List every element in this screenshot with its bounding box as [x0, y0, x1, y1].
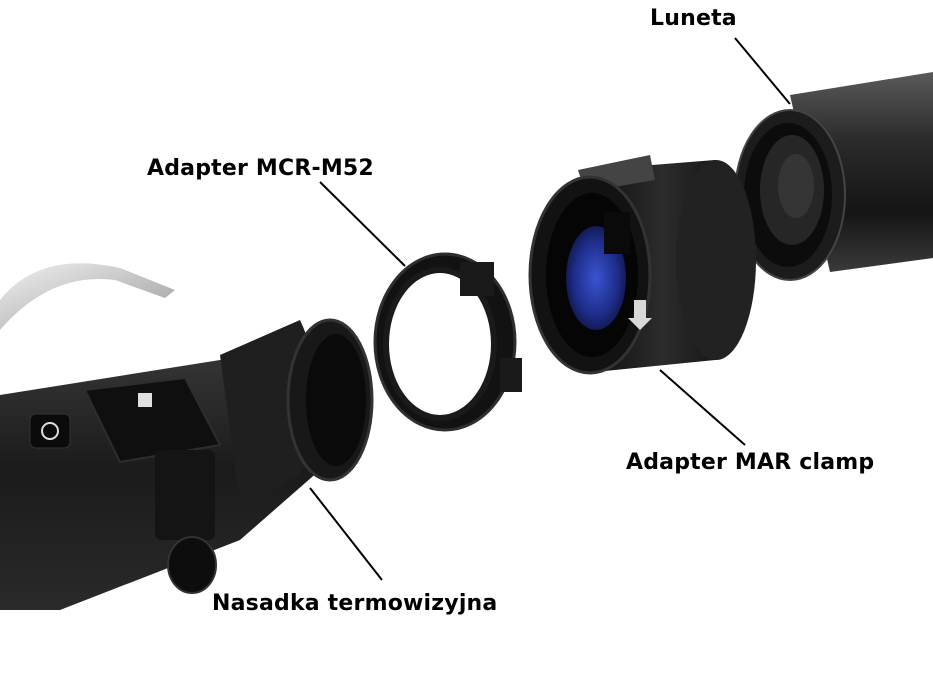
label-adapter-mar-clamp: Adapter MAR clamp	[626, 450, 875, 475]
mar-clamp-adapter	[528, 155, 756, 375]
label-luneta: Luneta	[650, 6, 737, 31]
mcr-m52-ring-adapter	[373, 252, 522, 432]
leader-lines	[309, 37, 791, 581]
thermal-attachment	[0, 263, 374, 610]
label-adapter-mcr-m52: Adapter MCR-M52	[147, 156, 374, 181]
riflescope	[734, 72, 933, 281]
label-nasadka-termowizyjna: Nasadka termowizyjna	[212, 591, 498, 616]
